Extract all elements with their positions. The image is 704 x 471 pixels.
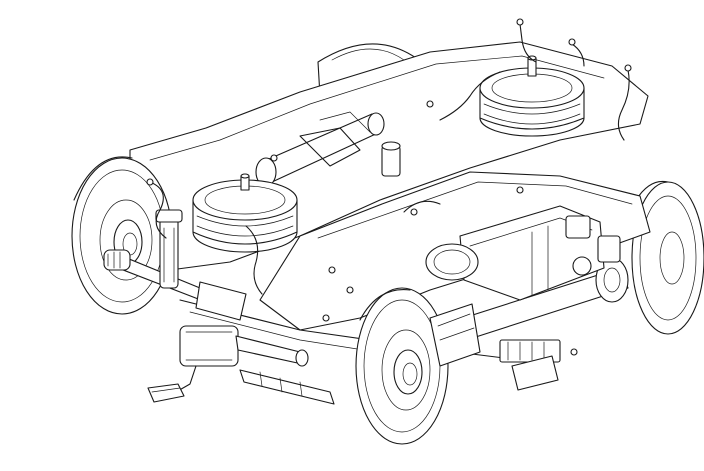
air-spring-left <box>192 173 298 253</box>
bolts <box>270 100 578 356</box>
lower-frame-plates <box>195 281 335 405</box>
front-right-wheel <box>355 287 449 445</box>
damper-left <box>155 209 183 289</box>
front-left-wheel <box>71 156 173 315</box>
brake-unit <box>147 325 309 403</box>
pneumatic-pipes <box>146 18 632 295</box>
centre-pivot <box>299 111 401 177</box>
axle-box-front <box>429 303 561 391</box>
gearbox <box>425 205 621 301</box>
air-spring-right <box>479 55 585 137</box>
